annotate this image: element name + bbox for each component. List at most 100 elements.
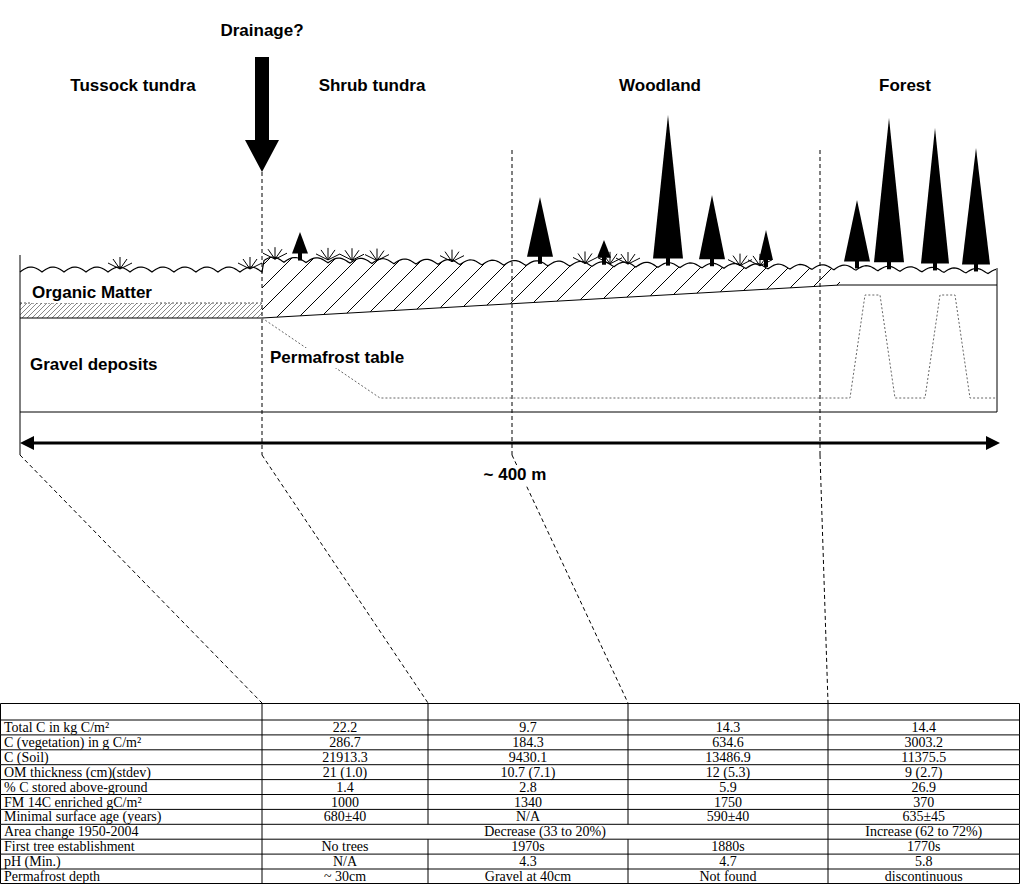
table-rule	[828, 809, 829, 824]
table-rule	[628, 720, 629, 735]
table-rule	[628, 839, 629, 854]
table-cell: 14.4	[828, 720, 1020, 735]
table-cell: 22.2	[262, 720, 428, 735]
layer-label: Organic Matter	[30, 283, 154, 303]
grass-tuft	[452, 256, 464, 262]
zone-heading: Forest	[879, 76, 931, 96]
grass-tuft	[120, 263, 132, 269]
column-leader	[20, 455, 262, 703]
column-leader	[262, 455, 428, 703]
table-row-label: FM 14C enriched gC/m²	[4, 795, 142, 810]
table-rule	[262, 854, 263, 869]
tree-crown	[844, 200, 870, 261]
zone-heading: Shrub tundra	[319, 76, 426, 96]
table-rule	[1019, 735, 1020, 750]
table-rule	[262, 824, 263, 839]
table-cell: 1880s	[628, 839, 828, 854]
table-cell: 1000	[262, 795, 428, 810]
tree-crown	[759, 230, 773, 260]
table-cell: No trees	[262, 839, 428, 854]
grass-tuft	[328, 254, 340, 260]
tree-crown	[962, 148, 990, 264]
grass-tuft	[610, 258, 622, 264]
table-cell: Decrease (33 to 20%)	[262, 824, 828, 839]
grass-tuft	[445, 252, 452, 262]
organic-hatch	[262, 257, 840, 318]
table-cell: 1970s	[428, 839, 628, 854]
table-cell: 184.3	[428, 735, 628, 750]
table-rule	[0, 704, 1, 721]
table-rule	[428, 735, 429, 750]
table-rule	[628, 854, 629, 869]
organic-band	[20, 303, 262, 318]
grass-tuft	[585, 257, 597, 263]
table-rule	[262, 809, 263, 824]
table-rule	[428, 869, 429, 884]
grass-tuft	[733, 256, 740, 266]
table-cell: 2.8	[428, 780, 628, 795]
grass-tuft	[275, 253, 287, 259]
table-rule	[828, 780, 829, 795]
table-rule	[262, 765, 263, 780]
table-rule	[0, 720, 1, 735]
grass-tuft	[275, 247, 276, 259]
table-cell: 1340	[428, 795, 628, 810]
grass-tuft	[321, 250, 328, 260]
zone-heading: Woodland	[619, 76, 701, 96]
table-cell: N/A	[428, 809, 628, 824]
table-rule	[0, 795, 1, 810]
table-cell: Gravel at 40cm	[428, 869, 628, 884]
table-cell: 590±40	[628, 809, 828, 824]
table-rule	[1019, 765, 1020, 780]
column-leader	[512, 455, 628, 703]
left-edge	[20, 255, 21, 455]
table-cell: 21913.3	[262, 750, 428, 765]
table-row-label: pH (Min.)	[4, 854, 61, 869]
table-rule	[1, 794, 1020, 795]
scale-line	[30, 442, 990, 445]
table-rule	[628, 765, 629, 780]
table-cell: 634.6	[628, 735, 828, 750]
layer-label: Permafrost table	[268, 348, 406, 368]
tree-crown	[699, 195, 725, 259]
table-cell: ~ 30cm	[262, 869, 428, 884]
grass-tuft	[243, 259, 250, 269]
dimension-label: ~ 400 m	[482, 465, 549, 485]
grass-tuft	[352, 248, 353, 260]
table-rule	[1019, 854, 1020, 869]
table-cell: 4.7	[628, 854, 828, 869]
grass-tuft	[377, 249, 378, 261]
table-cell: 26.9	[828, 780, 1020, 795]
grass-tuft	[352, 254, 364, 260]
table-rule	[828, 839, 829, 854]
grass-tuft	[753, 256, 760, 266]
drainage-arrow	[245, 57, 279, 172]
table-rule	[828, 854, 829, 869]
table-cell: 13486.9	[628, 750, 828, 765]
table-rule	[828, 704, 829, 721]
table-rule	[1019, 720, 1020, 735]
table-row-label: First tree establishment	[4, 839, 135, 854]
table-rule	[428, 809, 429, 824]
grass-tuft	[250, 257, 251, 269]
table-rule	[1019, 839, 1020, 854]
grass-tuft	[578, 253, 585, 263]
tree-crown	[292, 232, 308, 254]
table-rule	[628, 780, 629, 795]
grass-tuft	[377, 255, 389, 261]
grass-tuft	[628, 252, 629, 264]
grass-tuft	[120, 257, 121, 269]
table-rule	[262, 704, 263, 721]
scale-head	[986, 436, 1000, 450]
right-edge	[997, 268, 998, 412]
organic-bottom	[20, 285, 997, 318]
zone-heading: Tussock tundra	[70, 76, 195, 96]
table-rule	[828, 735, 829, 750]
table-row-label: Minimal surface age (years)	[4, 809, 161, 824]
bottom-edge	[20, 412, 997, 413]
table-rule	[428, 750, 429, 765]
table-row-label: Total C in kg C/m²	[4, 720, 109, 735]
table-rule	[262, 839, 263, 854]
table-rule	[628, 735, 629, 750]
